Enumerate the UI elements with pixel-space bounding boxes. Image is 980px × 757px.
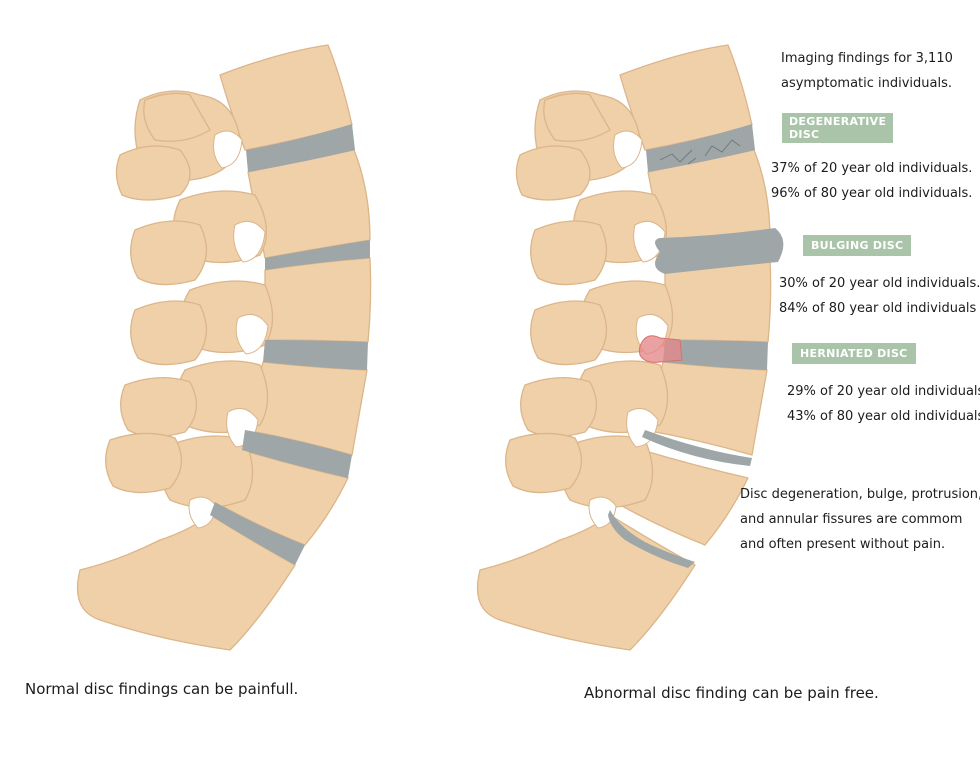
degenerative-stat-20: 37% of 20 year old individuals. [771,161,973,176]
transverse-l1 [115,145,191,201]
bulging-disc [655,228,784,274]
caption-abnormal: Abnormal disc finding can be pain free. [584,684,879,702]
herniation-protrusion [638,335,683,363]
transverse-l5 [505,432,582,494]
degenerative-disc-badge: DEGENERATIVE DISC [782,113,894,143]
foramen-3 [235,313,269,355]
degenerative-disc [646,124,755,172]
sacrum [476,514,696,651]
transverse-l4 [120,377,197,438]
disc-l3-l4 [263,340,368,370]
transverse-l2 [130,220,207,286]
foramen-5 [188,496,217,529]
disc-fissure-lines [659,139,741,165]
bulging-disc-badge: BULGING DISC [803,235,912,256]
herniated-disc [663,340,768,370]
note-line-2: and annular fissures are commom [740,512,963,527]
transverse-l3 [530,300,607,366]
vertebra-l3 [264,257,372,343]
collapsed-disc-l5-s1 [608,510,695,568]
disc-l4-l5 [242,430,352,478]
thinned-disc-l4-l5 [642,430,752,466]
herniated-stat-20: 29% of 20 year old individuals [787,384,980,399]
spinous-process-l1 [143,92,211,142]
intro-line-1: Imaging findings for 3,110 [781,51,953,66]
caption-normal: Normal disc findings can be painfull. [25,680,299,698]
disc-l2-l3 [265,240,370,270]
foramen-1 [613,130,643,169]
transverse-l2 [530,220,607,286]
normal-spine-illustration [76,44,372,651]
spinous-process-l1 [543,92,611,142]
transverse-l3 [130,300,207,366]
note-line-3: and often present without pain. [740,537,946,552]
foramen-2 [633,220,666,263]
herniated-stat-80: 43% of 80 year old individuals [787,409,980,424]
foramen-1 [213,130,243,169]
foramen-2 [233,220,266,263]
note-line-1: Disc degeneration, bulge, protrusion, [740,487,980,502]
degenerative-stat-80: 96% of 80 year old individuals. [771,186,973,201]
bulging-stat-80: 84% of 80 year old individuals [779,301,977,316]
transverse-l1 [515,145,591,201]
transverse-l4 [520,377,597,438]
intro-line-2: asymptomatic individuals. [781,76,953,91]
abnormal-spine-illustration [476,44,784,651]
degenerative-label-line-2: DISC [789,128,820,141]
herniated-disc-badge: HERNIATED DISC [792,343,916,364]
disc-l1-l2 [246,124,355,172]
transverse-l5 [105,432,182,494]
disc-l5-s1 [210,502,305,565]
degenerative-label-line-1: DEGENERATIVE [789,115,887,128]
bulging-stat-20: 30% of 20 year old individuals. [779,276,980,291]
